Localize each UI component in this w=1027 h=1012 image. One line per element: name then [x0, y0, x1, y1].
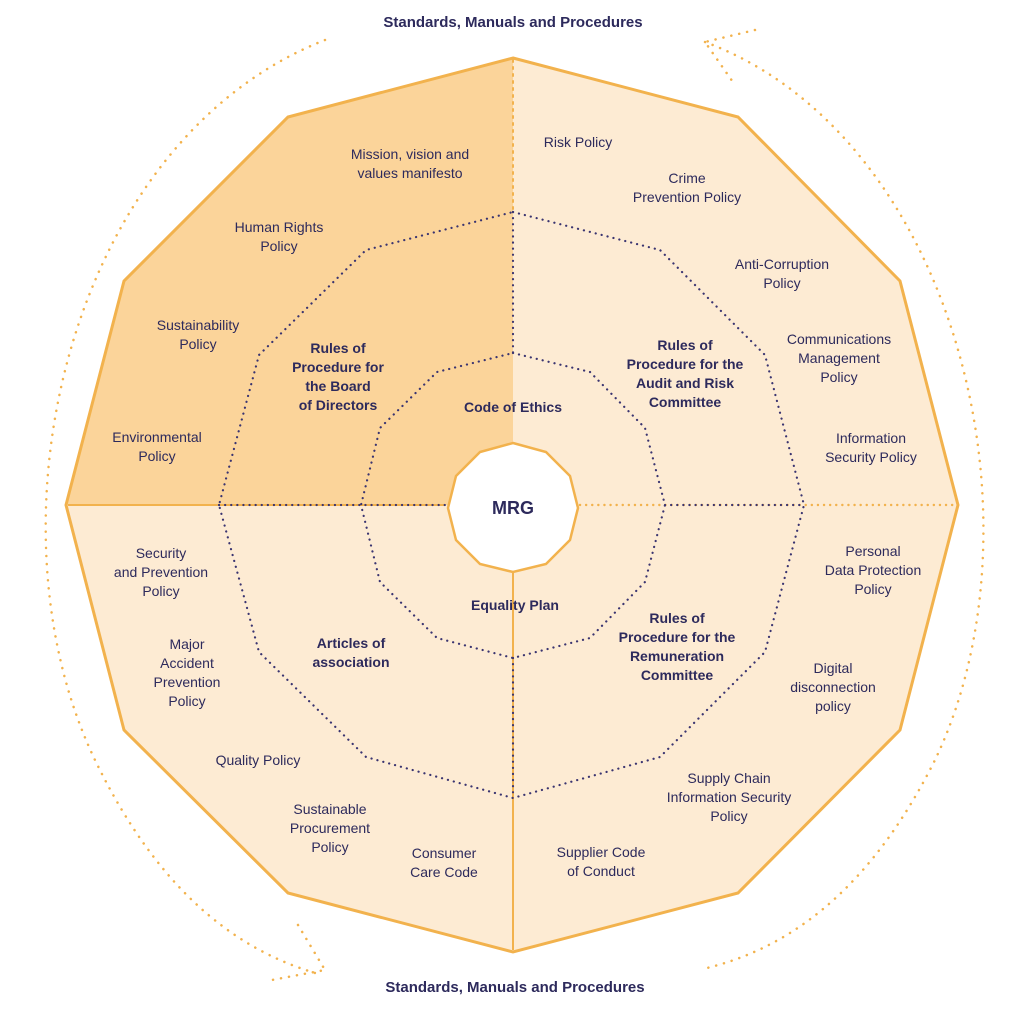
- text-line: association: [312, 654, 389, 670]
- text-line: Policy: [260, 238, 297, 254]
- text-line: disconnection: [790, 679, 876, 695]
- inner-label-equality-plan: Equality Plan: [471, 597, 559, 613]
- text-line: Rules of: [649, 610, 705, 626]
- middle-label-articles: Articles of association: [312, 635, 389, 670]
- outer-quadrant-top-left: [66, 58, 513, 505]
- text-line: Audit and Risk: [636, 375, 734, 391]
- text-line: Digital: [814, 660, 853, 676]
- arc-right-dotted: [703, 40, 985, 970]
- text-line: Personal: [845, 543, 900, 559]
- inner-label-code-of-ethics: Code of Ethics: [464, 399, 562, 415]
- text-line: Procurement: [290, 820, 370, 836]
- policy-digital-disconnection: Digital disconnection policy: [790, 660, 876, 714]
- text-line: Communications: [787, 331, 891, 347]
- text-line: of Conduct: [567, 863, 635, 879]
- text-line: Mission, vision and: [351, 146, 469, 162]
- text-line: Procedure for: [292, 359, 384, 375]
- text-line: and Prevention: [114, 564, 208, 580]
- text-line: Prevention Policy: [633, 189, 741, 205]
- policy-risk: Risk Policy: [544, 134, 612, 150]
- arrow-bottom-left-icon: [270, 923, 327, 982]
- text-line: Risk Policy: [544, 134, 612, 150]
- text-line: Information Security: [667, 789, 792, 805]
- text-line: of Directors: [299, 397, 378, 413]
- text-line: Security: [136, 545, 187, 561]
- center-label: MRG: [492, 498, 534, 518]
- text-line: Articles of: [317, 635, 386, 651]
- text-line: Policy: [820, 369, 857, 385]
- text-line: Accident: [160, 655, 214, 671]
- policy-mission: Mission, vision and values manifesto: [351, 146, 469, 181]
- text-line: Remuneration: [630, 648, 724, 664]
- text-line: Management: [798, 350, 880, 366]
- text-line: Crime: [668, 170, 706, 186]
- arrow-top-right-icon: [702, 28, 757, 87]
- text-line: Committee: [649, 394, 722, 410]
- text-line: Policy: [763, 275, 800, 291]
- text-line: Anti-Corruption: [735, 256, 829, 272]
- text-line: Care Code: [410, 864, 478, 880]
- text-line: Policy: [179, 336, 216, 352]
- middle-ring-dotted: [217, 210, 806, 800]
- middle-label-board-rules: Rules of Procedure for the Board of Directo…: [292, 340, 384, 413]
- text-line: Human Rights: [235, 219, 324, 235]
- text-line: Data Protection: [825, 562, 922, 578]
- text-line: Consumer: [412, 845, 477, 861]
- text-line: Environmental: [112, 429, 202, 445]
- text-line: Sustainability: [157, 317, 240, 333]
- text-line: Prevention: [154, 674, 221, 690]
- text-line: Sustainable: [293, 801, 366, 817]
- text-line: Policy: [138, 448, 175, 464]
- text-line: Supply Chain: [687, 770, 770, 786]
- text-line: Policy: [142, 583, 179, 599]
- text-line: policy: [815, 698, 851, 714]
- text-line: Procedure for the: [627, 356, 744, 372]
- text-line: Policy: [710, 808, 747, 824]
- text-line: Procedure for the: [619, 629, 736, 645]
- text-line: Policy: [854, 581, 891, 597]
- top-caption: Standards, Manuals and Procedures: [383, 14, 642, 31]
- text-line: Policy: [168, 693, 205, 709]
- text-line: Security Policy: [825, 449, 917, 465]
- center-badge: [446, 441, 580, 574]
- text-line: Rules of: [657, 337, 713, 353]
- text-line: Supplier Code: [557, 844, 646, 860]
- outer-ring-outline: [64, 56, 960, 954]
- text-line: Quality Policy: [216, 752, 301, 768]
- policy-quality: Quality Policy: [216, 752, 301, 768]
- text-line: Policy: [311, 839, 348, 855]
- text-line: Rules of: [310, 340, 366, 356]
- text-line: Committee: [641, 667, 714, 683]
- policy-supplier-code: Supplier Code of Conduct: [557, 844, 646, 879]
- text-line: values manifesto: [357, 165, 462, 181]
- text-line: the Board: [305, 378, 370, 394]
- text-line: Major: [169, 636, 204, 652]
- text-line: Information: [836, 430, 906, 446]
- bottom-caption: Standards, Manuals and Procedures: [385, 979, 644, 996]
